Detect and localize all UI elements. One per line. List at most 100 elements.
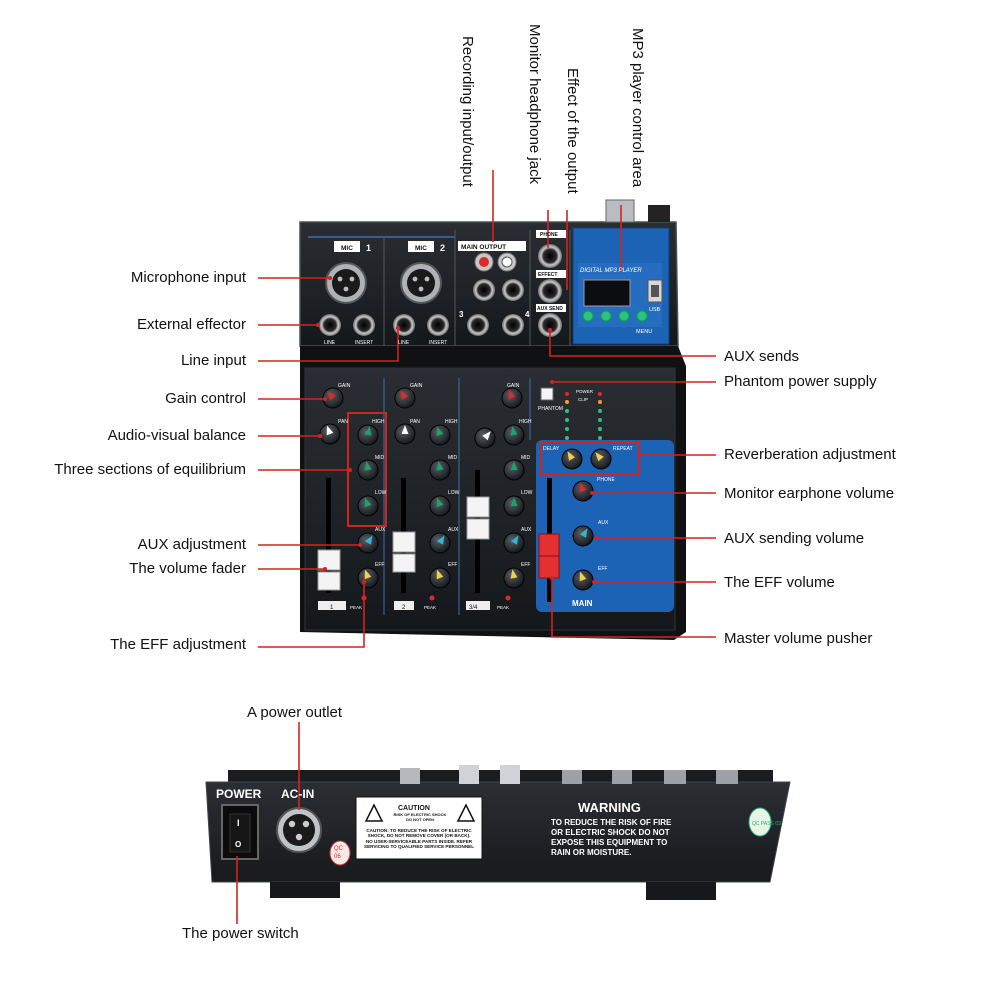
label-microphone-input: Microphone input bbox=[130, 269, 246, 286]
high-knob-ch34[interactable] bbox=[503, 424, 525, 446]
aux-master-knob[interactable] bbox=[572, 525, 594, 547]
pan-knob-ch34[interactable] bbox=[474, 427, 496, 449]
gain-knob-ch2[interactable] bbox=[394, 387, 416, 409]
low-knob-ch34[interactable] bbox=[503, 495, 525, 517]
label-mp3-control-area: MP3 player control area bbox=[629, 28, 646, 188]
fader-ch1[interactable] bbox=[317, 549, 341, 591]
mp3-next-button[interactable] bbox=[600, 310, 612, 322]
qc-sticker-label: QC bbox=[334, 846, 344, 852]
high-knob-ch2[interactable] bbox=[429, 424, 451, 446]
high-label-2: HIGH bbox=[445, 419, 458, 425]
channel-1-label: 1 bbox=[330, 605, 334, 611]
mid-label-2: MID bbox=[448, 455, 458, 461]
pan-label-1: PAN bbox=[338, 419, 348, 425]
low-label-2: LOW bbox=[448, 490, 460, 496]
gain-knob-ch1[interactable] bbox=[322, 387, 344, 409]
aux-knob-ch34[interactable] bbox=[503, 532, 525, 554]
eff-label-master: EFF bbox=[598, 566, 607, 572]
mp3-title: DIGITAL MP3 PLAYER bbox=[580, 268, 642, 274]
high-label-3: HIGH bbox=[519, 419, 532, 425]
phantom-switch[interactable] bbox=[540, 387, 554, 401]
low-label-1: LOW bbox=[375, 490, 387, 496]
pan-knob-ch2[interactable] bbox=[394, 423, 416, 445]
caution-body-text: CAUTION: TO REDUCE THE RISK OF ELECTRIC … bbox=[364, 828, 475, 850]
mp3-menu-button[interactable] bbox=[636, 310, 648, 322]
aux-send-jack[interactable] bbox=[536, 304, 566, 337]
pan-knob-ch1[interactable] bbox=[319, 423, 341, 445]
high-label-1: HIGH bbox=[372, 419, 385, 425]
delay-knob[interactable] bbox=[561, 448, 583, 470]
xlr-input-mic1[interactable] bbox=[325, 262, 367, 304]
main-output-section bbox=[458, 241, 526, 336]
low-label-3: LOW bbox=[521, 490, 533, 496]
leader-lines bbox=[236, 170, 716, 924]
ac-in-socket[interactable] bbox=[276, 807, 322, 853]
warning-title: WARNING bbox=[578, 800, 641, 815]
channel-4-label: 4 bbox=[525, 310, 530, 319]
gain-label-3: GAIN bbox=[507, 383, 520, 389]
caution-risk-text: RISK OF ELECTRIC SHOCK DO NOT OPEN bbox=[393, 812, 447, 822]
repeat-knob[interactable] bbox=[590, 448, 612, 470]
label-power-switch: The power switch bbox=[182, 925, 299, 942]
mid-label-3: MID bbox=[521, 455, 531, 461]
peak-label-2: PEAK bbox=[424, 605, 436, 610]
aux-knob-ch2[interactable] bbox=[429, 532, 451, 554]
mid-knob-ch2[interactable] bbox=[429, 459, 451, 481]
pan-label-2: PAN bbox=[410, 419, 420, 425]
label-effect-output: Effect of the output bbox=[564, 68, 581, 194]
aux-label-3: AUX bbox=[521, 527, 532, 533]
line-jack-1[interactable] bbox=[319, 314, 341, 336]
high-knob-ch1[interactable] bbox=[357, 424, 379, 446]
qc-pass-sticker: QC PASS 03 bbox=[752, 821, 781, 827]
gain-knob-ch34[interactable] bbox=[501, 387, 523, 409]
fader-ch34[interactable] bbox=[466, 496, 490, 540]
power-switch[interactable] bbox=[221, 804, 259, 860]
mid-knob-ch34[interactable] bbox=[503, 459, 525, 481]
level-meter bbox=[565, 392, 602, 440]
eff-knob-ch34[interactable] bbox=[503, 567, 525, 589]
mp3-play-button[interactable] bbox=[618, 310, 630, 322]
clip-led-label: CLIP bbox=[578, 397, 588, 402]
line-jack-2[interactable] bbox=[393, 314, 415, 336]
eff-knob-ch2[interactable] bbox=[429, 567, 451, 589]
line-label-2: LINE bbox=[398, 340, 410, 346]
menu-label: MENU bbox=[636, 329, 652, 335]
mic1-number: 1 bbox=[366, 243, 371, 253]
warning-body-text: TO REDUCE THE RISK OF FIRE OR ELECTRIC S… bbox=[551, 818, 672, 857]
low-knob-ch1[interactable] bbox=[357, 495, 379, 517]
label-aux-sending-volume: AUX sending volume bbox=[724, 530, 865, 547]
eff-master-knob[interactable] bbox=[572, 569, 594, 591]
phone-jack[interactable] bbox=[536, 230, 566, 268]
fader-main[interactable] bbox=[538, 533, 560, 579]
mp3-display bbox=[583, 279, 631, 307]
insert-label-2: INSERT bbox=[429, 340, 447, 346]
eff-label-2: EFF bbox=[448, 562, 457, 568]
fader-ch2[interactable] bbox=[392, 531, 416, 573]
label-monitor-headphone-jack: Monitor headphone jack bbox=[526, 24, 543, 185]
aux-send-label: AUX SEND bbox=[537, 306, 563, 312]
channel-2-label: 2 bbox=[402, 605, 406, 611]
mic2-badge: MIC bbox=[415, 245, 427, 252]
eff-knob-ch1[interactable] bbox=[357, 567, 379, 589]
effect-jack[interactable] bbox=[536, 270, 566, 303]
label-external-effector: External effector bbox=[137, 316, 246, 333]
channel-34-label: 3/4 bbox=[469, 605, 478, 611]
usb-label: USB bbox=[649, 307, 661, 313]
mp3-prev-button[interactable] bbox=[582, 310, 594, 322]
mid-knob-ch1[interactable] bbox=[357, 459, 379, 481]
aux-knob-ch1[interactable] bbox=[357, 532, 379, 554]
aux-label-1: AUX bbox=[375, 527, 386, 533]
insert-jack-2[interactable] bbox=[427, 314, 449, 336]
label-power-outlet: A power outlet bbox=[247, 704, 343, 721]
line-label-1: LINE bbox=[324, 340, 336, 346]
phone-volume-knob[interactable] bbox=[572, 480, 594, 502]
xlr-input-mic2[interactable] bbox=[400, 262, 442, 304]
label-eff-adjustment: The EFF adjustment bbox=[110, 636, 246, 653]
switch-on-mark: I bbox=[237, 818, 240, 828]
rear-panel bbox=[205, 765, 791, 900]
low-knob-ch2[interactable] bbox=[429, 495, 451, 517]
delay-label: DELAY bbox=[543, 446, 560, 452]
effect-label: EFFECT bbox=[538, 272, 557, 278]
insert-jack-1[interactable] bbox=[353, 314, 375, 336]
